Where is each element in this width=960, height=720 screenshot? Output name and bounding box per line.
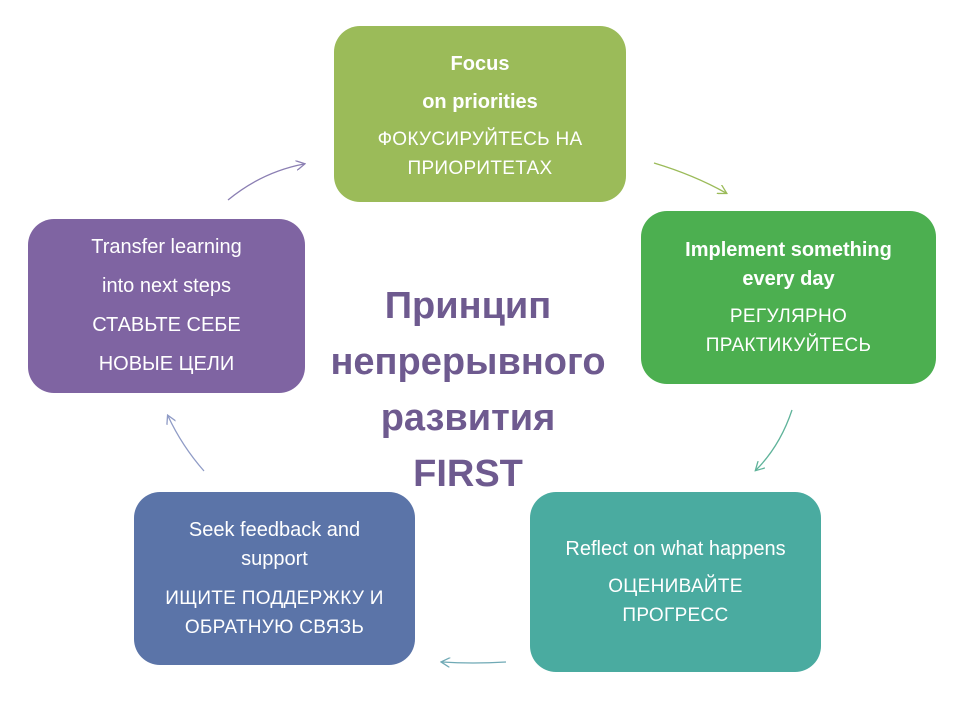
- step-seek-ru: ИЩИТЕ ПОДДЕРЖКУ И ОБРАТНУЮ СВЯЗЬ: [165, 587, 384, 638]
- step-seek-en: Seek feedback and support: [188, 518, 361, 570]
- step-transfer-en-line1: Transfer learning: [91, 236, 242, 258]
- step-seek: Seek feedback and support ИЩИТЕ ПОДДЕРЖК…: [134, 492, 415, 665]
- arrow-focus-to-implement: [653, 162, 726, 193]
- title-line-2: непрерывного: [330, 341, 606, 383]
- title-line-3: развития: [380, 397, 556, 439]
- step-transfer-ru-line2: НОВЫЕ ЦЕЛИ: [98, 353, 235, 375]
- step-implement: Implement something every day РЕГУЛЯРНО …: [641, 211, 936, 384]
- title-line-1: Принцип: [384, 285, 552, 327]
- title-line-4: FIRST: [413, 453, 523, 495]
- arrow-implement-to-reflect: [756, 409, 793, 470]
- diagram-title: Принцип непрерывного развития FIRST: [318, 278, 618, 502]
- arrow-seek-to-transfer: [168, 416, 205, 472]
- step-focus: Focus on priorities ФОКУСИРУЙТЕСЬ НА ПРИ…: [334, 26, 626, 202]
- step-reflect-en: Reflect on what happens: [565, 537, 786, 560]
- arrow-reflect-to-seek: [442, 662, 507, 663]
- step-reflect: Reflect on what happens ОЦЕНИВАЙТЕ ПРОГР…: [530, 492, 821, 672]
- step-transfer-en-line2: into next steps: [102, 275, 231, 297]
- step-focus-ru: ФОКУСИРУЙТЕСЬ НА ПРИОРИТЕТАХ: [377, 129, 583, 179]
- step-implement-ru: РЕГУЛЯРНО ПРАКТИКУЙТЕСЬ: [705, 305, 872, 356]
- step-implement-en: Implement something every day: [685, 238, 892, 290]
- step-transfer-ru-line1: СТАВЬТЕ СЕБЕ: [92, 314, 241, 336]
- arrow-transfer-to-focus: [227, 164, 304, 201]
- step-focus-en-line2: on priorities: [422, 91, 538, 113]
- step-reflect-ru: ОЦЕНИВАЙТЕ ПРОГРЕСС: [608, 575, 743, 626]
- step-transfer: Transfer learning into next steps СТАВЬТ…: [28, 219, 305, 393]
- step-focus-en-line1: Focus: [450, 53, 510, 75]
